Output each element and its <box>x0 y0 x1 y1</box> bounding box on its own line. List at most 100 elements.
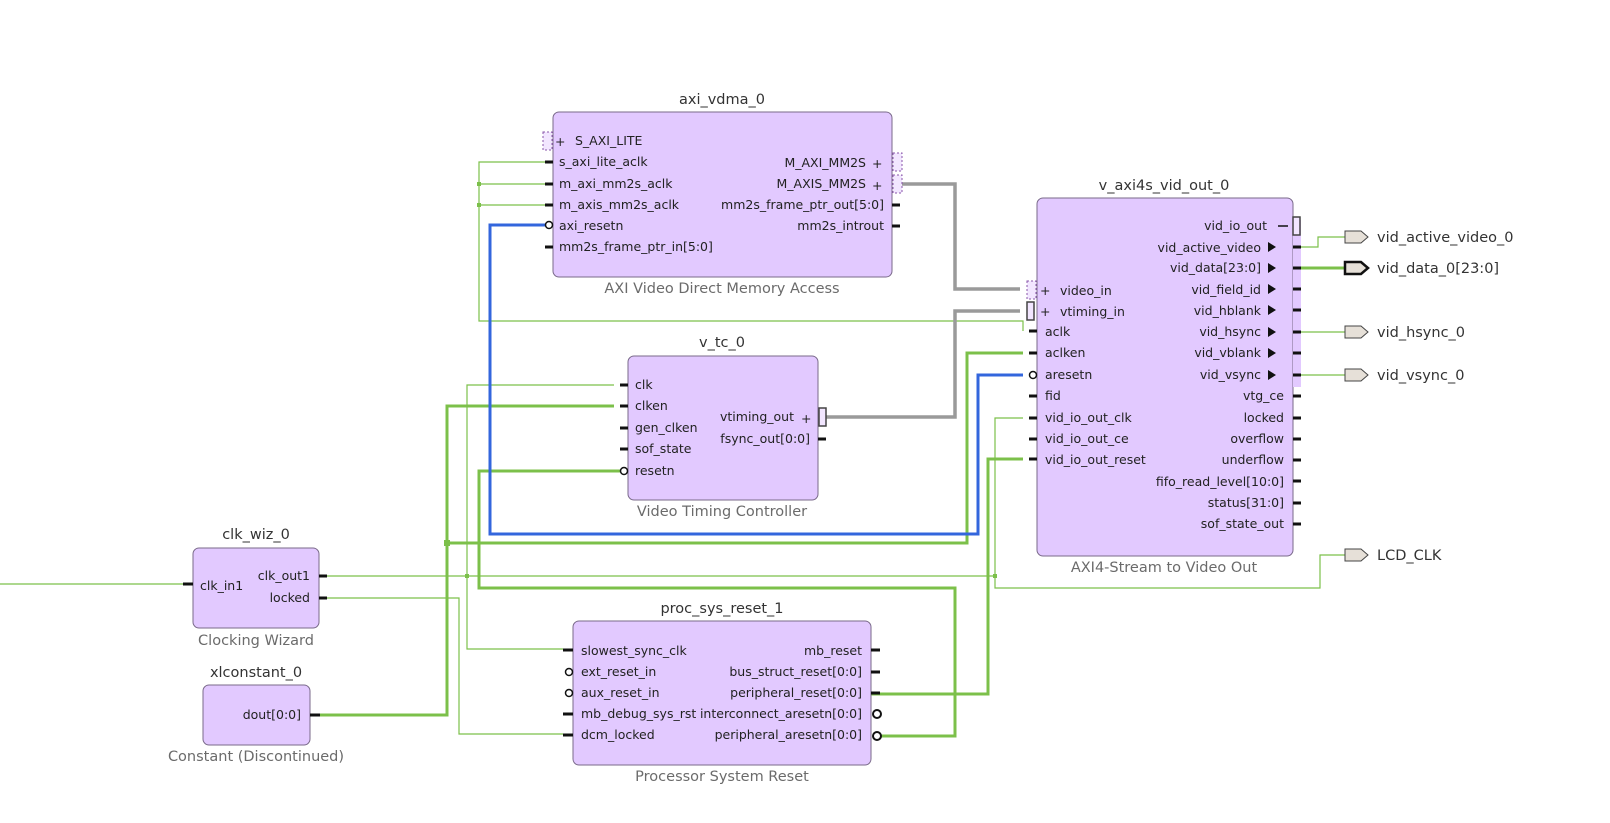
pin-vid-io-out-clk[interactable]: vid_io_out_clk <box>1045 410 1132 425</box>
pin-ext-reset-in[interactable]: ext_reset_in <box>581 664 656 679</box>
pin-m-axi-mm2s-aclk[interactable]: m_axi_mm2s_aclk <box>559 176 673 191</box>
pin-clk-in1[interactable]: clk_in1 <box>200 578 243 593</box>
wire-vid-active-video[interactable] <box>1292 236 1345 248</box>
wire-locked[interactable] <box>326 597 563 735</box>
interface-marker[interactable] <box>542 131 553 151</box>
block-xlconstant[interactable]: xlconstant_0 Constant (Discontinued) dou… <box>168 665 344 765</box>
wire-vtiming[interactable] <box>826 309 1020 419</box>
pin-dout[interactable]: dout[0:0] <box>243 707 301 722</box>
block-vid-out[interactable]: v_axi4s_vid_out_0 AXI4-Stream to Video O… <box>1026 178 1301 576</box>
port-label: vid_vsync_0 <box>1377 368 1464 384</box>
block-clk-wiz[interactable]: clk_wiz_0 Clocking Wizard clk_in1 clk_ou… <box>183 527 327 649</box>
block-title: clk_wiz_0 <box>222 527 290 543</box>
block-title: proc_sys_reset_1 <box>660 601 783 617</box>
pin-peripheral-reset[interactable]: peripheral_reset[0:0] <box>730 685 862 700</box>
pin-axi-resetn[interactable]: axi_resetn <box>559 218 623 233</box>
pin-vid-active-video[interactable]: vid_active_video <box>1158 240 1261 255</box>
pin-vid-hblank[interactable]: vid_hblank <box>1194 303 1262 318</box>
pin-peripheral-aresetn[interactable]: peripheral_aresetn[0:0] <box>715 727 862 742</box>
expand-plus-icon[interactable]: + <box>872 178 882 193</box>
wire-aresetn[interactable] <box>488 223 1023 536</box>
expand-plus-icon[interactable]: + <box>1040 283 1050 298</box>
wire-dout[interactable] <box>313 351 1023 717</box>
pin-vid-field-id[interactable]: vid_field_id <box>1191 282 1261 297</box>
block-subtitle: Clocking Wizard <box>198 633 314 649</box>
wire-vdma-aclk[interactable] <box>478 161 1024 331</box>
pin-clk-out1[interactable]: clk_out1 <box>258 568 310 583</box>
output-port-icon <box>1344 548 1369 562</box>
block-v-tc[interactable]: v_tc_0 Video Timing Controller clk clken… <box>619 335 827 520</box>
pin-mm2s-introut[interactable]: mm2s_introut <box>797 218 884 233</box>
pin-dcm-locked[interactable]: dcm_locked <box>581 727 655 742</box>
pin-status[interactable]: status[31:0] <box>1208 495 1284 510</box>
pin-m-axis-mm2s[interactable]: M_AXIS_MM2S <box>777 176 867 191</box>
wire-clk-out1[interactable] <box>326 384 1345 650</box>
pin-resetn[interactable]: resetn <box>635 463 675 478</box>
block-body[interactable] <box>552 111 893 278</box>
pin-vtiming-in[interactable]: vtiming_in <box>1060 304 1125 319</box>
pin-aclken[interactable]: aclken <box>1045 345 1085 360</box>
pin-mb-reset[interactable]: mb_reset <box>804 643 862 658</box>
pin-aresetn[interactable]: aresetn <box>1045 367 1092 382</box>
expand-plus-icon[interactable]: + <box>801 411 811 426</box>
interface-marker[interactable] <box>818 407 827 427</box>
pin-mm2s-frame-ptr-out[interactable]: mm2s_frame_ptr_out[5:0] <box>721 197 884 212</box>
pin-vid-io-out-reset[interactable]: vid_io_out_reset <box>1045 452 1146 467</box>
port-vid-vsync[interactable]: vid_vsync_0 <box>1344 368 1464 384</box>
port-vid-hsync[interactable]: vid_hsync_0 <box>1344 325 1465 341</box>
expand-plus-icon[interactable]: + <box>1040 304 1050 319</box>
pin-mb-debug-sys-rst[interactable]: mb_debug_sys_rst <box>581 706 696 721</box>
pin-clken[interactable]: clken <box>635 398 668 413</box>
inverted-pin-icon <box>619 466 629 476</box>
pin-m-axi-mm2s[interactable]: M_AXI_MM2S <box>784 155 866 170</box>
block-title: v_tc_0 <box>699 335 745 351</box>
pin-overflow[interactable]: overflow <box>1230 431 1284 446</box>
block-proc-sys-reset[interactable]: proc_sys_reset_1 Processor System Reset … <box>563 601 882 785</box>
pin-mm2s-frame-ptr-in[interactable]: mm2s_frame_ptr_in[5:0] <box>559 239 713 254</box>
port-vid-data[interactable]: vid_data_0[23:0] <box>1343 260 1499 277</box>
pin-fid[interactable]: fid <box>1045 388 1061 403</box>
pin-sof-state-out[interactable]: sof_state_out <box>1201 516 1284 531</box>
pin-vid-vblank[interactable]: vid_vblank <box>1194 345 1261 360</box>
output-arrow-icon <box>1268 348 1276 358</box>
pin-gen-clken[interactable]: gen_clken <box>635 420 698 435</box>
pin-fsync-out[interactable]: fsync_out[0:0] <box>720 431 810 446</box>
port-vid-active-video[interactable]: vid_active_video_0 <box>1344 230 1513 246</box>
port-lcd-clk[interactable]: LCD_CLK <box>1344 548 1442 564</box>
wire-peripheral-aresetn[interactable] <box>477 469 957 738</box>
block-axi-vdma[interactable]: axi_vdma_0 AXI Video Direct Memory Acces… <box>542 92 903 297</box>
block-subtitle: AXI Video Direct Memory Access <box>604 281 839 297</box>
pin-s-axi-lite-aclk[interactable]: s_axi_lite_aclk <box>559 154 648 169</box>
pin-vtg-ce[interactable]: vtg_ce <box>1243 388 1284 403</box>
expand-plus-icon[interactable]: + <box>555 134 565 149</box>
interface-marker[interactable] <box>892 152 903 172</box>
pin-s-axi-lite[interactable]: S_AXI_LITE <box>575 133 643 148</box>
wire-peripheral-reset[interactable] <box>868 457 1023 696</box>
pin-m-axis-mm2s-aclk[interactable]: m_axis_mm2s_aclk <box>559 197 680 212</box>
block-body[interactable] <box>192 547 320 629</box>
pin-vid-io-out-ce[interactable]: vid_io_out_ce <box>1045 431 1129 446</box>
pin-locked[interactable]: locked <box>1244 410 1284 425</box>
pin-sof-state[interactable]: sof_state <box>635 441 692 456</box>
interface-marker[interactable] <box>1026 301 1035 321</box>
pin-clk[interactable]: clk <box>635 377 653 392</box>
pin-slowest-sync-clk[interactable]: slowest_sync_clk <box>581 643 688 658</box>
pin-vid-io-out[interactable]: vid_io_out <box>1204 218 1267 233</box>
pin-bus-struct-reset[interactable]: bus_struct_reset[0:0] <box>729 664 862 679</box>
pin-aux-reset-in[interactable]: aux_reset_in <box>581 685 660 700</box>
pin-vid-data[interactable]: vid_data[23:0] <box>1170 260 1261 275</box>
pin-vid-vsync[interactable]: vid_vsync <box>1200 367 1261 382</box>
pin-vid-hsync[interactable]: vid_hsync <box>1199 324 1261 339</box>
interface-marker[interactable] <box>1292 216 1301 236</box>
pin-video-in[interactable]: video_in <box>1060 283 1112 298</box>
pin-aclk[interactable]: aclk <box>1045 324 1071 339</box>
pin-vtiming-out[interactable]: vtiming_out <box>720 409 794 424</box>
wire-axis-video[interactable] <box>898 182 1020 291</box>
pin-locked[interactable]: locked <box>270 590 310 605</box>
pin-interconnect-aresetn[interactable]: interconnect_aresetn[0:0] <box>700 706 862 721</box>
interface-marker[interactable] <box>892 174 903 194</box>
pin-underflow[interactable]: underflow <box>1222 452 1284 467</box>
interface-marker[interactable] <box>1026 280 1037 300</box>
pin-fifo-read-level[interactable]: fifo_read_level[10:0] <box>1156 474 1284 489</box>
expand-plus-icon[interactable]: + <box>872 156 882 171</box>
